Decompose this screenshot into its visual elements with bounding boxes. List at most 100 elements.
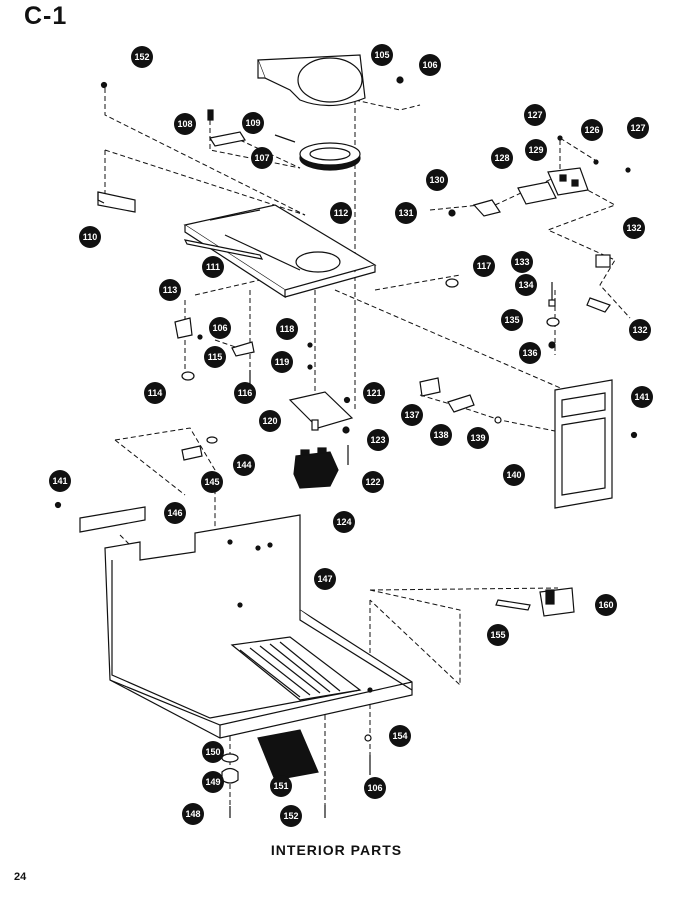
- callout-number: 128: [494, 153, 509, 163]
- callout-number: 137: [404, 410, 419, 420]
- callout-bubble: [276, 318, 298, 340]
- relay: [539, 587, 575, 617]
- callout-130: 130: [426, 169, 448, 191]
- switch-assembly: [472, 167, 611, 313]
- bracket-109: [209, 131, 246, 147]
- callout-114: 114: [144, 382, 166, 404]
- callout-number: 132: [626, 223, 641, 233]
- callout-106: 106: [419, 54, 441, 76]
- callout-bubble: [581, 119, 603, 141]
- callout-number: 130: [429, 175, 444, 185]
- callout-109: 109: [242, 112, 264, 134]
- callout-154: 154: [389, 725, 411, 747]
- page-number: 24: [14, 871, 27, 883]
- callout-bubble: [363, 382, 385, 404]
- callout-107: 107: [251, 147, 273, 169]
- callout-152: 152: [280, 805, 302, 827]
- callout-152: 152: [131, 46, 153, 68]
- callout-bubble: [159, 279, 181, 301]
- callout-number: 148: [185, 809, 200, 819]
- callout-number: 133: [514, 257, 529, 267]
- callout-number: 108: [177, 119, 192, 129]
- callout-number: 111: [206, 262, 220, 272]
- screw-106-top: [396, 76, 404, 84]
- callout-136: 136: [519, 342, 541, 364]
- callout-number: 136: [522, 348, 537, 358]
- bracket-110: [97, 191, 136, 213]
- callout-120: 120: [259, 410, 281, 432]
- callout-bubble: [501, 309, 523, 331]
- control-panel: [554, 379, 613, 509]
- callout-number: 138: [433, 430, 448, 440]
- callout-number: 152: [134, 52, 149, 62]
- callout-bubble: [430, 424, 452, 446]
- callout-number: 121: [366, 388, 381, 398]
- callout-108: 108: [174, 113, 196, 135]
- callout-number: 150: [205, 747, 220, 757]
- callout-number: 129: [528, 145, 543, 155]
- callout-133: 133: [511, 251, 533, 273]
- callout-bubble: [202, 741, 224, 763]
- oven-cavity: [104, 514, 413, 739]
- callout-134: 134: [515, 274, 537, 296]
- callout-bubble: [595, 594, 617, 616]
- callout-bubble: [174, 113, 196, 135]
- callout-110: 110: [79, 226, 101, 248]
- callout-117: 117: [473, 255, 495, 277]
- callout-number: 118: [280, 324, 295, 334]
- callout-number: 145: [204, 477, 219, 487]
- callout-127: 127: [627, 117, 649, 139]
- callout-number: 109: [245, 118, 260, 128]
- callout-bubble: [367, 429, 389, 451]
- callout-106: 106: [209, 317, 231, 339]
- motor-bracket: [288, 391, 354, 429]
- callout-bubble: [362, 471, 384, 493]
- callout-123: 123: [367, 429, 389, 451]
- callout-135: 135: [501, 309, 523, 331]
- callout-bubble: [270, 775, 292, 797]
- plate-151: [257, 729, 319, 781]
- callout-149: 149: [202, 771, 224, 793]
- callout-bubble: [333, 511, 355, 533]
- callout-bubble: [251, 147, 273, 169]
- callout-bubble: [401, 404, 423, 426]
- callout-131: 131: [395, 202, 417, 224]
- callout-bubble: [395, 202, 417, 224]
- callout-150: 150: [202, 741, 224, 763]
- callout-number: 134: [518, 280, 533, 290]
- callout-bubble: [330, 202, 352, 224]
- callout-bubble: [131, 46, 153, 68]
- callout-bubble: [627, 117, 649, 139]
- callout-bubble: [515, 274, 537, 296]
- callout-bubble: [271, 351, 293, 373]
- callout-number: 139: [470, 433, 485, 443]
- callout-bubble: [629, 319, 651, 341]
- callout-119: 119: [271, 351, 293, 373]
- callout-number: 131: [398, 208, 413, 218]
- callout-128: 128: [491, 147, 513, 169]
- diagram-caption: INTERIOR PARTS: [270, 842, 403, 858]
- callout-bubble: [525, 139, 547, 161]
- callout-112: 112: [330, 202, 352, 224]
- callout-bubble: [314, 568, 336, 590]
- callout-139: 139: [467, 427, 489, 449]
- callout-number: 124: [336, 517, 351, 527]
- callout-number: 144: [236, 460, 251, 470]
- callout-122: 122: [362, 471, 384, 493]
- strip-111: [183, 239, 264, 260]
- callout-127: 127: [524, 104, 546, 126]
- callout-141: 141: [49, 470, 71, 492]
- callout-bubble: [280, 805, 302, 827]
- callout-148: 148: [182, 803, 204, 825]
- callout-bubble: [467, 427, 489, 449]
- callout-number: 120: [262, 416, 277, 426]
- callout-bubble: [144, 382, 166, 404]
- callout-number: 115: [208, 352, 223, 362]
- callout-bubble: [491, 147, 513, 169]
- page-label: C-1: [24, 2, 68, 30]
- callout-115: 115: [204, 346, 226, 368]
- callout-number: 123: [370, 435, 385, 445]
- callout-number: 126: [584, 125, 599, 135]
- callout-number: 127: [527, 110, 542, 120]
